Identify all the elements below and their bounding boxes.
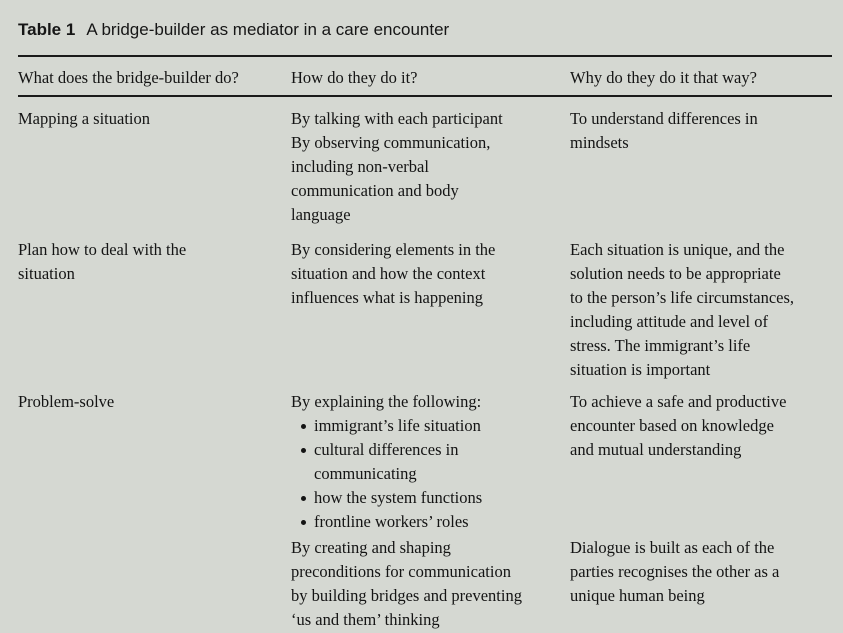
- cell-what: [18, 536, 291, 632]
- rule-under-header: [18, 95, 832, 97]
- bullet-item: frontline workers’ roles: [291, 510, 562, 534]
- bullet-icon: [301, 424, 306, 429]
- bullet-icon: [301, 448, 306, 453]
- table-caption: Table 1 A bridge-builder as mediator in a…: [0, 0, 843, 43]
- cell-what: Mapping a situation: [18, 107, 291, 227]
- table-title: A bridge-builder as mediator in a care e…: [86, 20, 450, 39]
- rule-under-title: [18, 55, 832, 57]
- bullet-text: frontline workers’ roles: [314, 512, 469, 531]
- paragraph: Mapping a situation: [18, 109, 150, 128]
- table-header-row: What does the bridge-builder do? How do …: [18, 57, 832, 95]
- header-how: How do they do it?: [291, 68, 418, 87]
- bullet-item: immigrant’s life situation: [291, 414, 562, 438]
- cell-how: By talking with each participant By obser…: [291, 107, 570, 227]
- paragraph: By talking with each participant: [291, 109, 503, 128]
- cell-how: By explaining the following: immigrant’s …: [291, 390, 570, 534]
- header-why: Why do they do it that way?: [570, 68, 757, 87]
- paragraph: By explaining the following:: [291, 392, 482, 411]
- bullet-text: immigrant’s life situation: [314, 416, 481, 435]
- bullet-text: how the system functions: [314, 488, 483, 507]
- paragraph: By observing communication,including non…: [291, 133, 491, 224]
- table-number: Table 1: [18, 20, 76, 39]
- table-body: Mapping a situation By talking with each …: [0, 97, 843, 632]
- bullet-icon: [301, 520, 306, 525]
- cell-what: Problem-solve: [18, 390, 291, 534]
- bullet-icon: [301, 496, 306, 501]
- table-row: Problem-solve By explaining the following…: [18, 390, 832, 534]
- header-what: What does the bridge-builder do?: [18, 68, 239, 87]
- table-row: Mapping a situation By talking with each …: [18, 107, 832, 227]
- paragraph: Problem-solve: [18, 392, 115, 411]
- bullet-item: how the system functions: [291, 486, 562, 510]
